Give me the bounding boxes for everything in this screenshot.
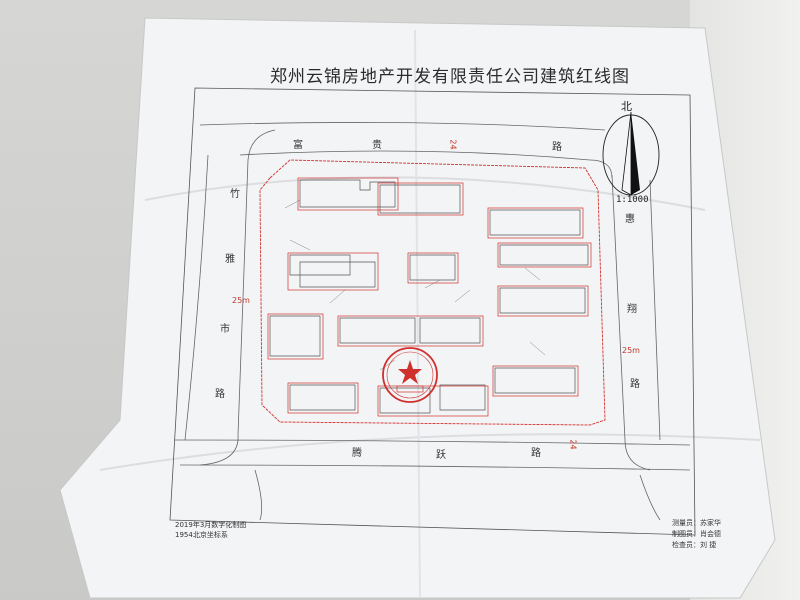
building <box>379 184 461 214</box>
north-arrow-icon <box>602 111 660 196</box>
east-road-width: 25m <box>622 346 640 355</box>
official-seal <box>382 347 438 403</box>
building <box>379 387 431 414</box>
east-road-edge <box>649 179 661 441</box>
building <box>419 317 481 344</box>
north-road-char: 路 <box>552 142 562 153</box>
footer-left: 2019年3月数字化制图 1954北京坐标系 <box>175 520 246 540</box>
south-road-char: 路 <box>531 448 541 459</box>
footer-right: 测量员：苏家华 制图员：肖会德 检查员：刘 捷 <box>672 518 721 551</box>
south-road-char: 跃 <box>436 450 446 461</box>
footer-coordinate-system: 1954北京坐标系 <box>175 531 228 539</box>
west-road-char: 竹 <box>230 189 240 200</box>
west-road-char: 雅 <box>225 254 235 265</box>
building <box>494 367 576 394</box>
footer-date: 2019年3月数字化制图 <box>175 521 247 529</box>
building <box>489 209 581 236</box>
buildings <box>269 179 589 414</box>
building <box>439 384 486 411</box>
west-road-width: 25m <box>232 296 250 305</box>
east-road-char: 路 <box>630 379 640 390</box>
north-road-char: 富 <box>293 140 303 151</box>
east-road-char: 惠 <box>625 214 635 225</box>
building <box>269 315 321 357</box>
west-road-char: 市 <box>220 324 230 335</box>
building <box>289 254 351 276</box>
north-road-char: 贵 <box>372 140 382 151</box>
west-road-char: 路 <box>215 389 225 400</box>
south-road-width: 24 <box>568 439 578 450</box>
building <box>289 384 356 411</box>
north-label: 北 <box>621 100 632 113</box>
building <box>499 287 586 314</box>
paper-crease <box>144 176 706 211</box>
north-road-edge <box>239 150 591 161</box>
north-road-edge <box>199 122 606 131</box>
east-road-char: 翔 <box>627 304 637 315</box>
document-title: 郑州云锦房地产开发有限责任公司建筑红线图 <box>270 67 630 87</box>
building <box>499 244 589 266</box>
scale-label: 1:1000 <box>616 195 649 205</box>
property-redline <box>259 159 606 426</box>
building <box>339 317 416 344</box>
footer-surveyor: 测量员：苏家华 <box>672 519 721 527</box>
footer-drafter: 制图员：肖会德 <box>672 530 721 538</box>
building <box>299 179 396 208</box>
building <box>409 254 456 281</box>
south-road-edge <box>174 439 691 446</box>
south-road-edge <box>179 464 691 471</box>
west-road-edge <box>237 159 249 436</box>
building <box>299 261 376 288</box>
north-road-width: 24 <box>448 139 458 150</box>
footer-checker: 检查员：刘 捷 <box>672 541 717 549</box>
paper-crease <box>414 29 421 599</box>
east-road-edge <box>611 174 626 441</box>
south-road-char: 腾 <box>352 448 362 459</box>
building-redlines <box>267 177 592 417</box>
map-frame <box>169 87 696 536</box>
west-road-edge <box>184 154 209 441</box>
